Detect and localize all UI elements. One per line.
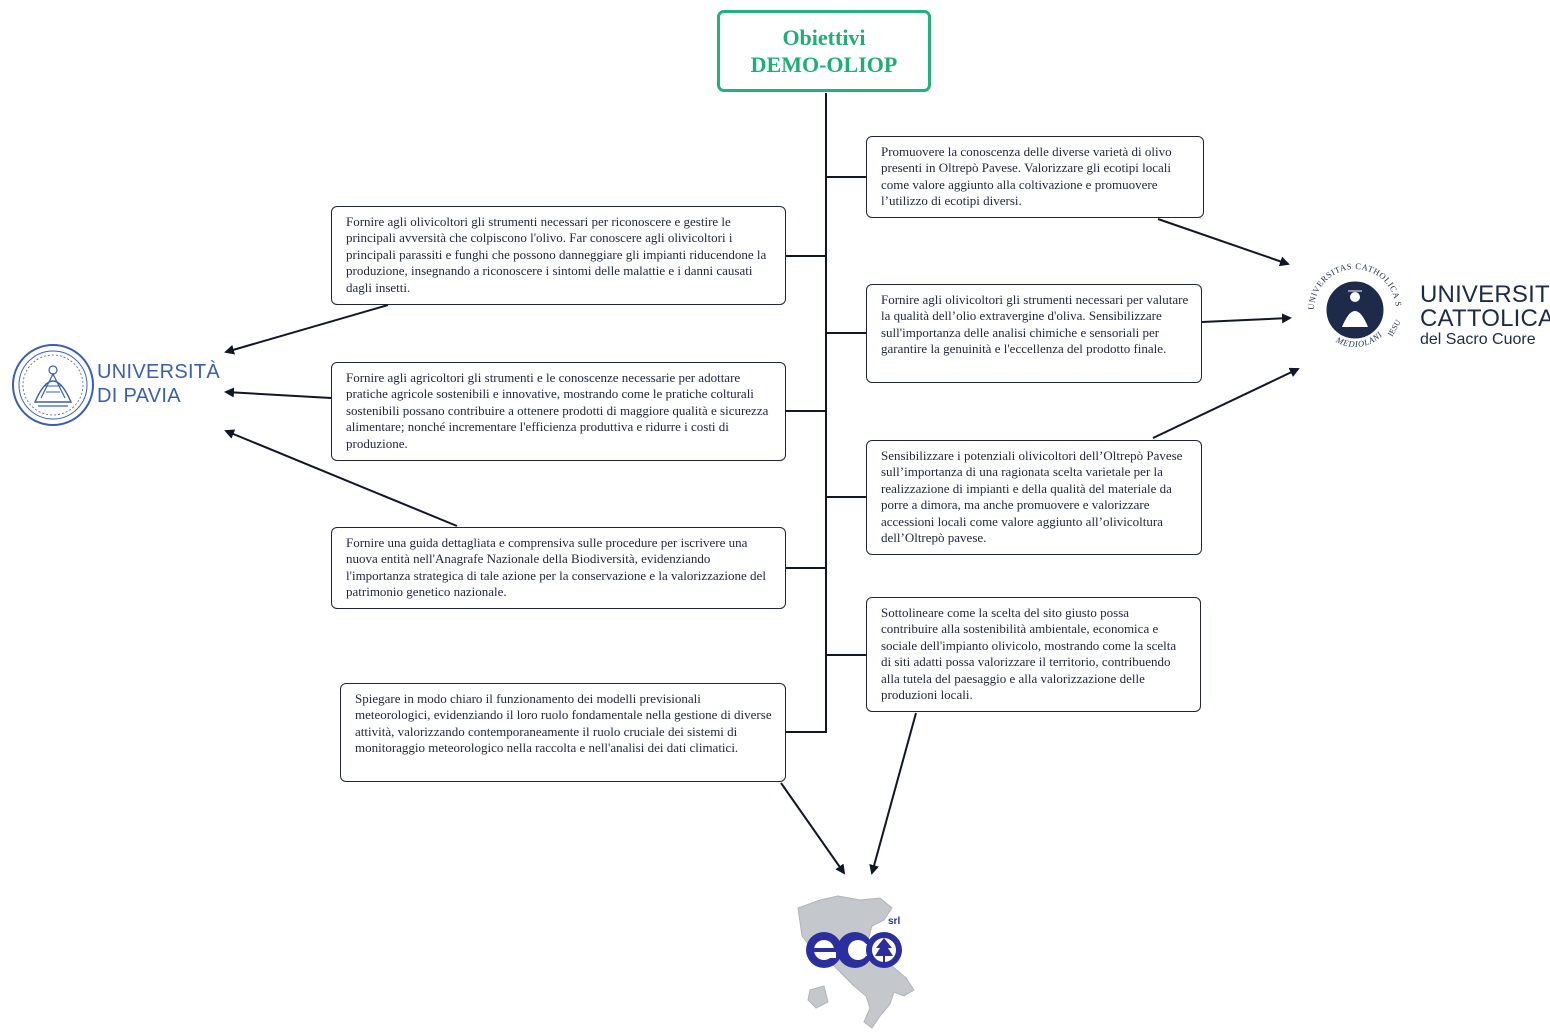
objective-text: Fornire agli agricoltori gli strumenti e…: [346, 370, 769, 451]
arrow-to-unicatt-2: [1201, 313, 1292, 324]
objective-text: Spiegare in modo chiaro il funzionamento…: [355, 691, 772, 756]
objective-box-left-1: Fornire agli olivicoltori gli strumenti …: [331, 206, 786, 305]
unicatt-line1: UNIVERSITÀ: [1420, 281, 1550, 308]
title-box: Obiettivi DEMO-OLIOP: [717, 10, 931, 92]
arrow-to-unipv-1: [224, 304, 389, 355]
arrow-to-eco-1: [780, 782, 846, 875]
eco-logo: srl: [797, 895, 915, 1029]
unipv-wordmark: UNIVERSITÀ DI PAVIA: [97, 360, 220, 408]
unicatt-line3: del Sacro Cuore: [1420, 331, 1536, 348]
unipv-line2: DI PAVIA: [97, 385, 181, 407]
arrow-to-unicatt-1: [1157, 218, 1290, 267]
unicatt-seal-right-text: IESU: [1386, 318, 1403, 338]
unipv-seal-logo: [12, 344, 94, 426]
unipv-line1: UNIVERSITÀ: [97, 361, 221, 383]
arrow-to-unipv-2: [224, 387, 332, 399]
unicatt-wordmark: UNIVERSITÀ CATTOLICA del Sacro Cuore: [1420, 283, 1550, 349]
arrow-to-unipv-3: [224, 429, 458, 527]
objective-box-right-4: Sottolineare come la scelta del sito giu…: [866, 597, 1201, 712]
title-line1: Obiettivi: [782, 25, 866, 50]
unicatt-line2: CATTOLICA: [1420, 305, 1550, 332]
eco-srl-text: srl: [888, 916, 900, 927]
objective-text: Promuovere la conoscenza delle diverse v…: [881, 144, 1172, 209]
objective-text: Fornire agli olivicoltori gli strumenti …: [881, 292, 1189, 357]
objective-text: Sottolineare come la scelta del sito giu…: [881, 605, 1177, 703]
objective-box-left-3: Fornire una guida dettagliata e comprens…: [331, 527, 786, 609]
objective-box-left-2: Fornire agli agricoltori gli strumenti e…: [331, 362, 786, 461]
unicatt-seal-logo: UNIVERSITAS CATHOLICA SACRI CORDIS MEDIO…: [1300, 255, 1403, 349]
objective-text: Fornire agli olivicoltori gli strumenti …: [346, 214, 767, 295]
objective-box-right-1: Promuovere la conoscenza delle diverse v…: [866, 136, 1204, 218]
objective-box-left-4: Spiegare in modo chiaro il funzionamento…: [340, 683, 786, 782]
objective-text: Fornire una guida dettagliata e comprens…: [346, 535, 766, 600]
objective-text: Sensibilizzare i potenziali olivicoltori…: [881, 448, 1183, 546]
arrow-to-unicatt-3: [1152, 367, 1300, 439]
objective-box-right-2: Fornire agli olivicoltori gli strumenti …: [866, 284, 1202, 383]
objective-box-right-3: Sensibilizzare i potenziali olivicoltori…: [866, 440, 1202, 555]
arrow-to-eco-2: [869, 712, 917, 875]
title-line2: DEMO-OLIOP: [750, 52, 898, 77]
